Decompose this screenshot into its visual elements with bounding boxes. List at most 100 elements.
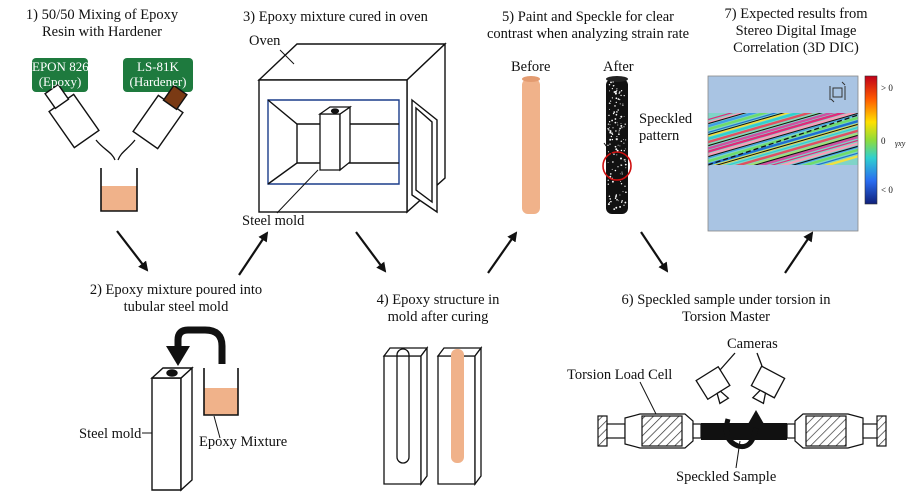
speckle-dot <box>624 148 626 150</box>
speckle-dot <box>618 133 620 136</box>
speckle-dot <box>609 130 612 133</box>
speckle-dot <box>607 151 610 153</box>
speckle-dot <box>622 191 624 193</box>
step-4-line1: Epoxy structure in <box>392 292 500 308</box>
speckle-dot <box>618 92 620 94</box>
speckle-dot <box>620 94 622 97</box>
speckle-dot <box>624 185 626 187</box>
speckle-dot <box>614 105 616 107</box>
step-3-title: 3) Epoxy mixture cured in oven <box>243 9 428 26</box>
speckle-dot <box>608 195 611 198</box>
speckle-dot <box>609 108 611 110</box>
speckle-dot <box>620 140 623 143</box>
step-2-title: 2) Epoxy mixture poured into tubular ste… <box>66 282 286 316</box>
strain-stripe-edge <box>791 145 858 165</box>
speckle-dot <box>625 167 627 169</box>
speckle-dot <box>610 81 612 84</box>
speckle-dot <box>615 113 618 116</box>
speckle-dot <box>621 127 623 129</box>
pour-arrow <box>166 326 226 366</box>
hardener-bottle <box>123 58 193 150</box>
strain-stripe <box>708 113 778 134</box>
speckle-dot <box>607 123 610 125</box>
speckle-dot <box>614 118 617 120</box>
step-3-number: 3) <box>243 9 256 25</box>
strain-stripe <box>735 129 858 165</box>
speckle-dot <box>619 99 621 101</box>
speckle-dot <box>624 160 626 162</box>
speckled-pattern-label: Speckled pattern <box>639 111 692 145</box>
epon-bottle <box>32 58 100 149</box>
colorbar-mid-label: 0 <box>881 136 886 146</box>
strain-stripe-edge <box>715 123 858 165</box>
speckle-dot <box>623 150 625 152</box>
speckle-dot <box>611 161 614 163</box>
strain-stripe <box>708 113 769 131</box>
speckle-dot <box>618 129 620 131</box>
strain-stripe <box>708 113 734 121</box>
colorbar-max-label: > 0 <box>881 83 893 93</box>
step-7-title: 7) Expected results from Stereo Digital … <box>706 6 886 57</box>
strain-stripe <box>708 113 847 153</box>
speckle-dot <box>625 191 627 194</box>
speckle-dot <box>613 111 616 113</box>
step-6-number: 6) <box>621 292 634 308</box>
pour-beaker <box>203 368 239 416</box>
speckle-dot <box>616 89 618 91</box>
mixing-beaker <box>100 168 138 212</box>
speckle-dot <box>617 98 620 100</box>
speckle-dot <box>617 109 619 111</box>
strain-stripe <box>814 152 858 165</box>
speckle-dot <box>624 158 626 160</box>
strain-stripe-edge <box>753 134 858 165</box>
speckle-dot <box>621 173 623 175</box>
flow-arrows <box>116 230 814 276</box>
speckle-dot <box>622 104 624 106</box>
speckle-dot <box>617 144 619 146</box>
speckle-dot <box>620 201 623 203</box>
step-5-title: 5) Paint and Speckle for clear contrast … <box>470 9 706 43</box>
step-2-line1: Epoxy mixture poured into <box>105 282 263 298</box>
speckle-dot <box>620 115 623 118</box>
step-3-line1: Epoxy mixture cured in oven <box>258 9 428 25</box>
speckle-dot <box>611 138 614 141</box>
speckle-dot <box>615 148 618 151</box>
speckle-dot <box>617 122 618 124</box>
step-1-number: 1) <box>25 7 38 23</box>
steel-mold-pour-label: Steel mold <box>79 426 142 442</box>
speckle-dot <box>620 181 622 183</box>
arrow-3-to-4 <box>355 231 387 273</box>
speckle-dot <box>616 198 618 201</box>
speckle-dot <box>620 164 622 166</box>
speckle-dot <box>612 127 614 129</box>
speckle-dot <box>608 90 611 92</box>
speckle-dot <box>619 205 622 208</box>
speckle-dot <box>614 90 617 93</box>
speckled-sample-torsion <box>701 410 787 450</box>
speckle-dot <box>615 101 617 104</box>
speckle-dot <box>625 139 627 141</box>
speckle-dot <box>608 201 610 203</box>
speckle-dot <box>624 123 626 125</box>
step-2-number: 2) <box>89 282 102 298</box>
speckle-dot <box>607 179 609 181</box>
speckle-dot <box>609 131 612 134</box>
speckle-dot <box>611 132 613 134</box>
speckle-dot <box>624 201 627 204</box>
speckle-dot <box>607 203 610 206</box>
step-6-line1: Speckled sample under torsion in <box>637 292 831 308</box>
oven-label: Oven <box>249 33 281 49</box>
speckle-dot <box>611 119 613 122</box>
step-5-number: 5) <box>502 9 515 25</box>
step-6-line2: Torsion Master <box>682 309 770 325</box>
speckle-dot <box>609 173 612 175</box>
speckle-dot <box>617 124 619 126</box>
step-4-title: 4) Epoxy structure in mold after curing <box>358 292 518 326</box>
speckle-dot <box>616 149 619 152</box>
speckle-dot <box>611 168 613 170</box>
after-label: After <box>603 59 634 75</box>
strain-stripe <box>757 135 858 165</box>
speckle-dot <box>607 128 609 130</box>
sample-before <box>522 76 540 214</box>
speckle-dot <box>613 85 615 87</box>
